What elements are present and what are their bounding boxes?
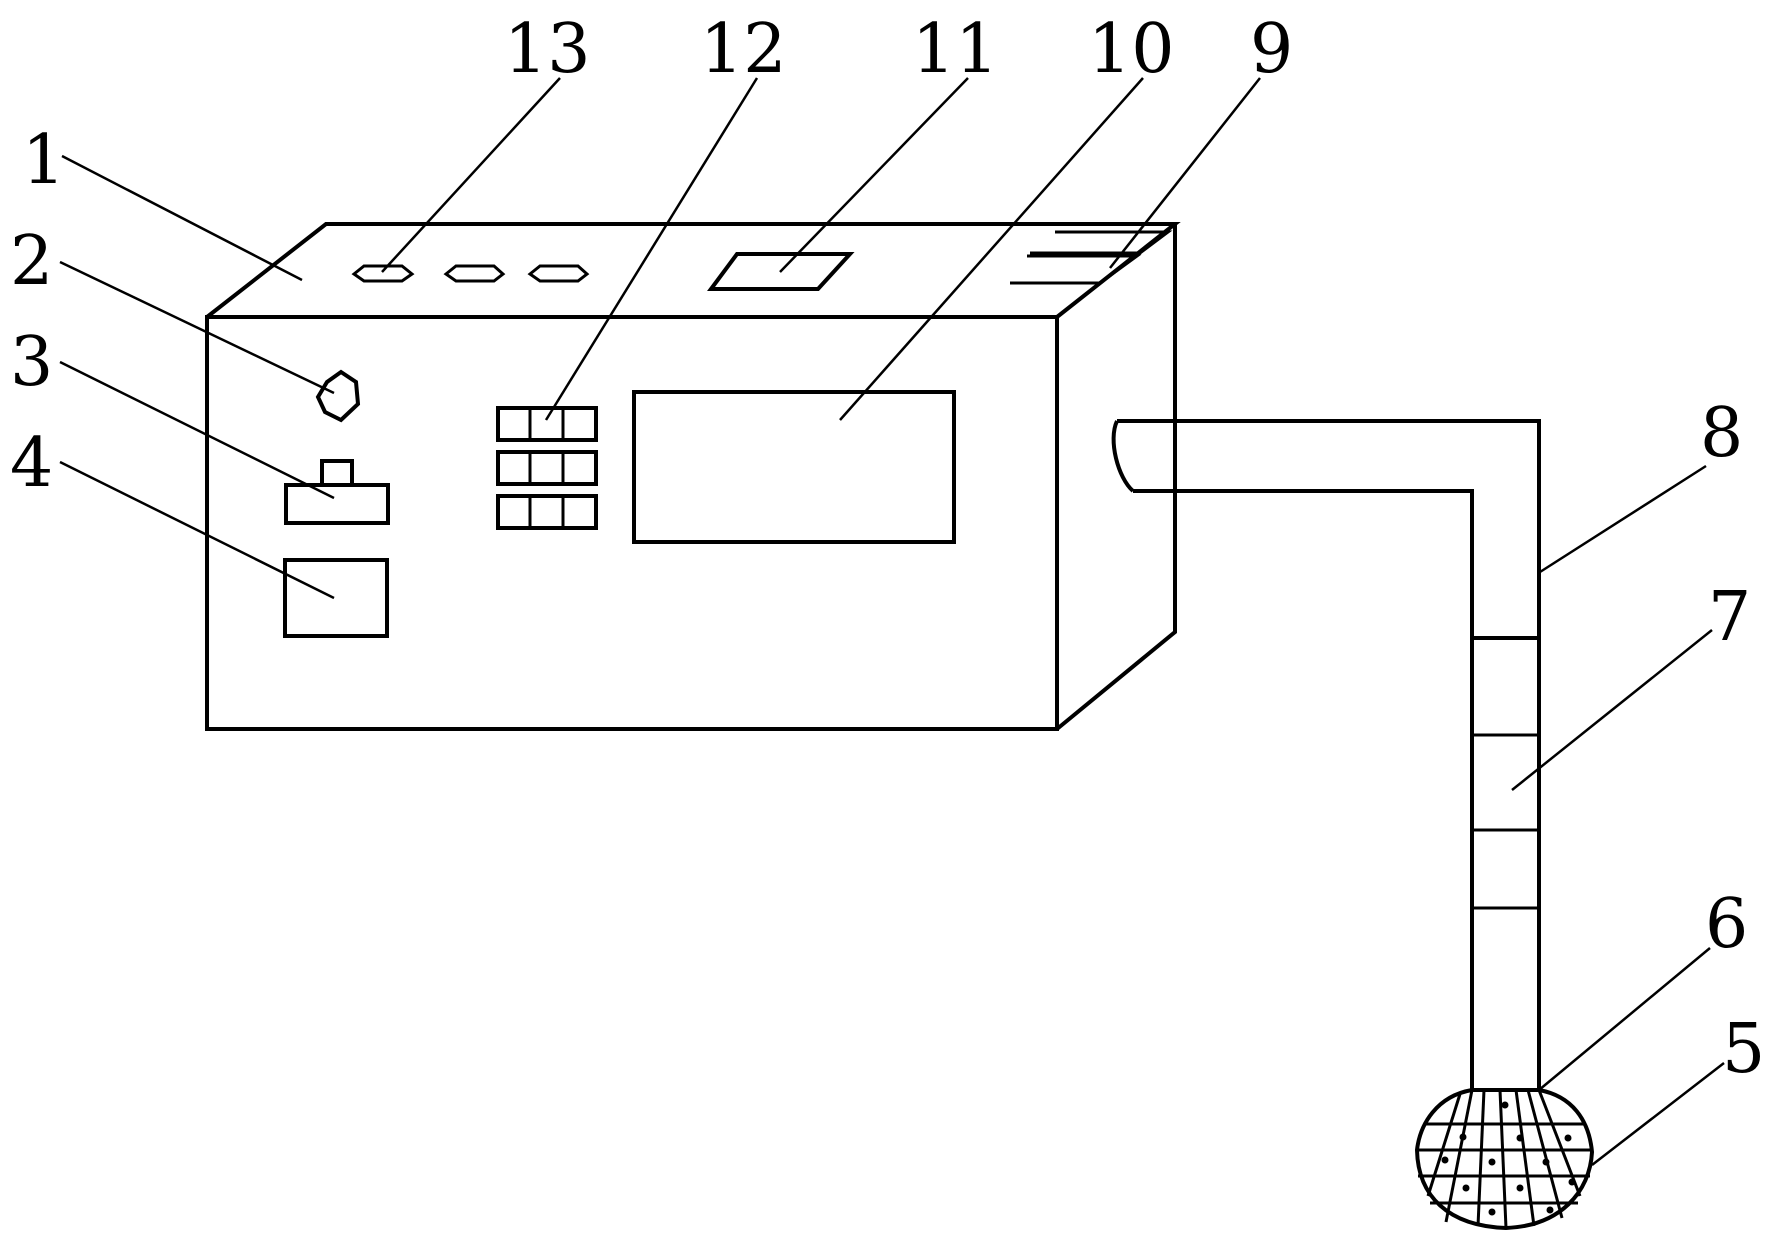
keypad-row-3 [496, 494, 598, 530]
pipe [1111, 419, 1541, 1090]
suction-hole [1441, 1156, 1449, 1164]
suction-head-rib-1 [1444, 1089, 1474, 1223]
suction-hole [1459, 1133, 1467, 1141]
leader-5 [1591, 1062, 1725, 1166]
label-11: 11 [912, 10, 999, 89]
top-oval-ports [351, 264, 590, 283]
top-right-module-upper [1030, 230, 1173, 255]
suction-hole [1516, 1134, 1524, 1142]
suction-head-rib-3 [1498, 1089, 1508, 1229]
suction-hole [1516, 1184, 1524, 1192]
pipe-cut-end [1111, 420, 1135, 493]
label-2: 2 [10, 222, 53, 301]
label-8: 8 [1700, 394, 1743, 473]
suction-head-rib-5 [1526, 1089, 1564, 1219]
leader-lines [59, 77, 1725, 1166]
suction-head-rib-6 [1537, 1089, 1582, 1197]
label-7: 7 [1708, 578, 1751, 657]
oval-port-1 [351, 264, 415, 283]
push-switch-base [284, 483, 390, 525]
oval-port-2 [443, 264, 506, 283]
top-right-module-edge [1056, 222, 1176, 319]
push-switch [284, 459, 390, 525]
keypad-row-2 [496, 450, 598, 486]
suction-hole [1564, 1134, 1572, 1142]
pipe-outer-wall [1117, 419, 1541, 1090]
label-5: 5 [1722, 1010, 1765, 1089]
display-screen [632, 390, 956, 544]
leader-3 [59, 360, 335, 500]
suction-hole [1501, 1101, 1509, 1109]
top-square-panel [707, 252, 855, 291]
leader-9 [1109, 77, 1261, 269]
label-13: 13 [504, 10, 591, 89]
leader-11 [779, 77, 969, 273]
housing-front-face [205, 315, 1059, 731]
suction-hole [1542, 1158, 1550, 1166]
label-4: 4 [10, 424, 53, 503]
label-10: 10 [1088, 10, 1175, 89]
suction-head [1414, 1088, 1595, 1231]
suction-hole [1488, 1208, 1496, 1216]
label-12: 12 [700, 10, 787, 89]
leader-2 [59, 260, 335, 395]
keypad-row-1 [496, 406, 598, 442]
suction-head-rib-2 [1476, 1089, 1486, 1227]
label-9: 9 [1250, 10, 1293, 89]
suction-hole [1568, 1178, 1576, 1186]
indicator-lamp [315, 369, 361, 423]
suction-holes [1441, 1101, 1576, 1216]
keypad [496, 406, 598, 530]
suction-hole [1546, 1206, 1554, 1214]
socket-box [283, 558, 389, 638]
leader-7 [1511, 629, 1713, 791]
label-3: 3 [10, 323, 53, 402]
leader-8 [1539, 464, 1707, 574]
pipe-inner-wall [1133, 489, 1474, 1090]
suction-hole [1488, 1158, 1496, 1166]
leader-10 [839, 77, 1144, 421]
leader-13 [381, 77, 561, 273]
suction-head-rib-4 [1514, 1089, 1536, 1227]
push-switch-button [320, 459, 354, 487]
suction-hole [1462, 1184, 1470, 1192]
leader-1 [61, 154, 303, 282]
housing-top-face [205, 222, 1181, 319]
leader-6 [1538, 947, 1711, 1091]
oval-port-3 [527, 264, 590, 283]
label-1: 1 [22, 121, 65, 200]
part-labels: 1 2 3 4 5 6 7 8 9 10 11 12 13 [10, 10, 1765, 1089]
leader-12 [544, 77, 759, 421]
top-right-module [1010, 222, 1176, 319]
suction-head-rib-7 [1426, 1093, 1462, 1197]
housing-side-face [1055, 224, 1177, 731]
label-6: 6 [1705, 885, 1748, 964]
leader-4 [59, 460, 335, 600]
